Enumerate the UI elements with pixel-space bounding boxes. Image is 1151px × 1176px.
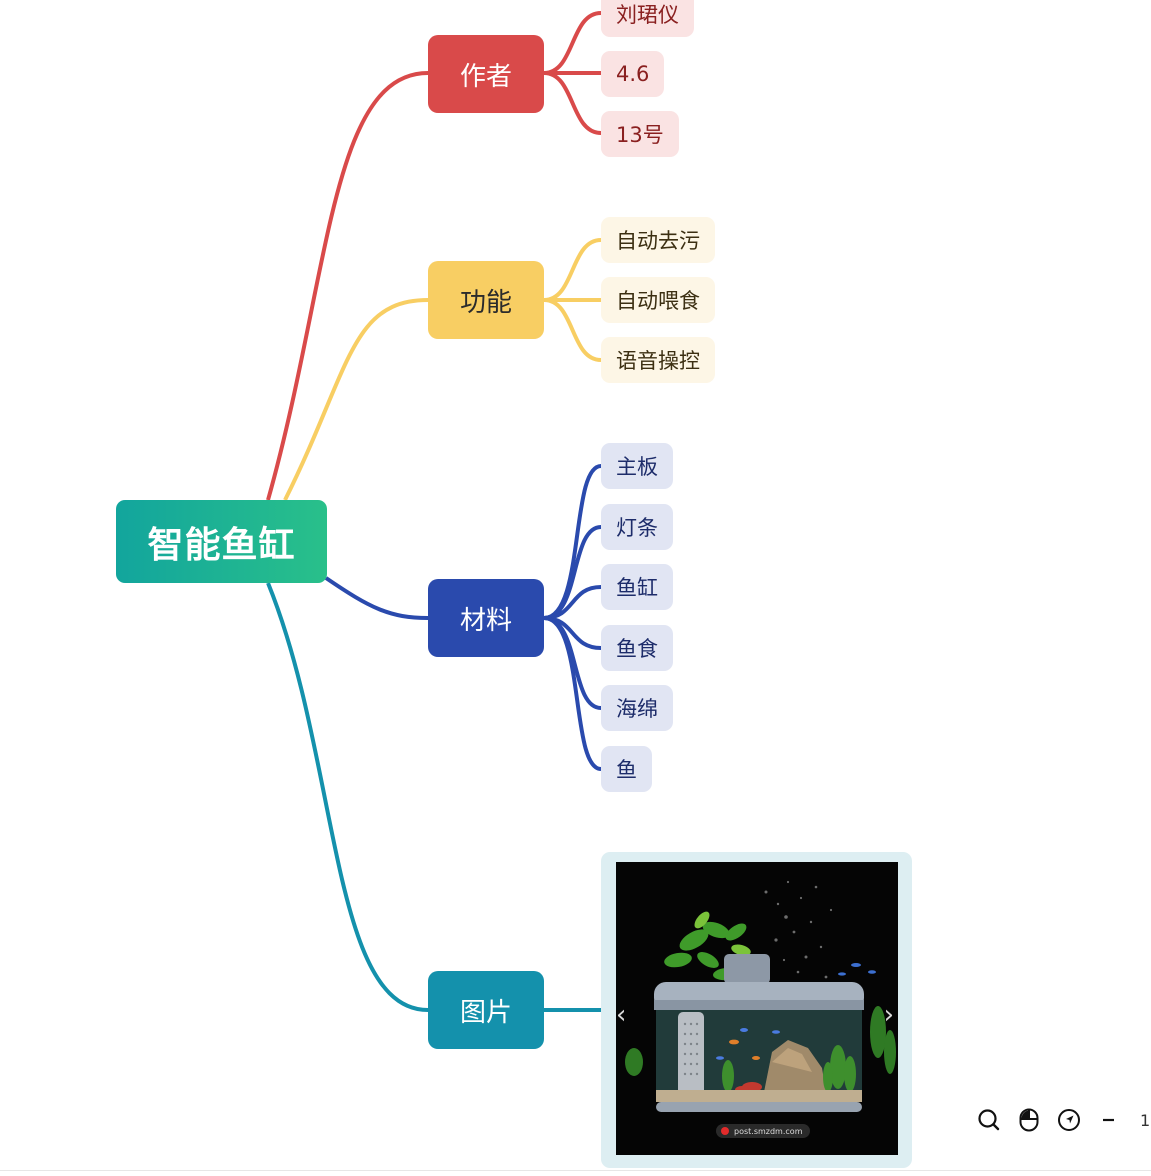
topic-function[interactable]: 功能: [428, 261, 544, 339]
source-logo-icon: [721, 1127, 729, 1135]
leaf-material-5[interactable]: 海绵: [601, 685, 673, 731]
link-root-image: [266, 582, 429, 1012]
leaf-material-3[interactable]: 鱼缸: [601, 564, 673, 610]
search-icon[interactable]: [976, 1107, 1002, 1133]
leaf-function-2[interactable]: 自动喂食: [601, 277, 715, 323]
link-root-function: [283, 298, 429, 501]
divider: [0, 1170, 1151, 1171]
image-caption-text: post.smzdm.com: [734, 1126, 803, 1136]
link-root-material: [324, 576, 429, 620]
image-caption: post.smzdm.com: [716, 1124, 811, 1138]
link-material-leaf-2: [543, 525, 602, 620]
link-author-leaf-1: [543, 11, 602, 75]
topic-author[interactable]: 作者: [428, 35, 544, 113]
canvas-toolbar: 1: [976, 1104, 1150, 1136]
topic-image[interactable]: 图片: [428, 971, 544, 1049]
leaf-material-2[interactable]: 灯条: [601, 504, 673, 550]
link-author-leaf-3: [543, 71, 602, 135]
leaf-author-name[interactable]: 刘珺仪: [601, 0, 694, 37]
zoom-out-icon[interactable]: [1096, 1107, 1122, 1133]
fish-tank-image: ‹ › post.smzdm.com: [616, 862, 898, 1155]
leaf-material-4[interactable]: 鱼食: [601, 625, 673, 671]
link-material-leaf-6: [543, 616, 602, 771]
link-function-leaf-1: [543, 238, 602, 302]
link-root-author: [266, 71, 429, 501]
leaf-author-number[interactable]: 13号: [601, 111, 679, 157]
fish-tank-illustration: [616, 862, 898, 1155]
image-prev-icon[interactable]: ‹: [616, 1000, 627, 1030]
leaf-material-6[interactable]: 鱼: [601, 746, 652, 792]
root-topic[interactable]: 智能鱼缸: [116, 500, 327, 583]
leaf-function-1[interactable]: 自动去污: [601, 217, 715, 263]
link-function-leaf-3: [543, 298, 602, 362]
mouse-icon[interactable]: [1016, 1107, 1042, 1133]
image-next-icon[interactable]: ›: [883, 1000, 894, 1030]
image-node[interactable]: ‹ › post.smzdm.com: [601, 852, 912, 1168]
navigate-icon[interactable]: [1056, 1107, 1082, 1133]
link-material-leaf-1: [543, 464, 602, 620]
topic-material[interactable]: 材料: [428, 579, 544, 657]
leaf-material-1[interactable]: 主板: [601, 443, 673, 489]
zoom-level: 1: [1140, 1110, 1151, 1130]
leaf-author-date[interactable]: 4.6: [601, 51, 665, 97]
leaf-function-3[interactable]: 语音操控: [601, 337, 715, 383]
